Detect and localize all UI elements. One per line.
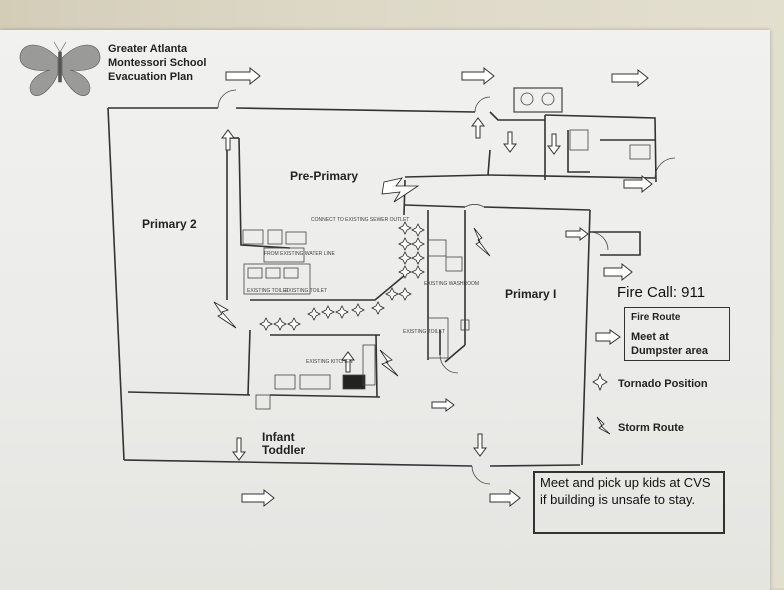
tornado-star-icon bbox=[398, 265, 412, 279]
door-swings bbox=[217, 89, 676, 485]
legend-fire-route: Fire Route bbox=[631, 312, 681, 323]
arrow-up-icon bbox=[471, 117, 485, 139]
fire-call-number: Fire Call: 911 bbox=[617, 284, 706, 301]
paper-sheet bbox=[0, 30, 770, 590]
tornado-star-icon bbox=[321, 305, 335, 319]
legend-arrow-icon bbox=[595, 329, 621, 345]
arrow-right-icon bbox=[603, 262, 633, 282]
arrow-down-icon bbox=[547, 133, 561, 155]
arrow-right-icon bbox=[611, 68, 649, 88]
arrow-down-icon bbox=[503, 131, 517, 153]
fine-print-water: FROM EXISTING WATER LINE bbox=[264, 251, 335, 257]
butterfly-logo bbox=[19, 41, 101, 96]
legend-box bbox=[624, 307, 730, 361]
arrow-down-icon bbox=[473, 433, 487, 457]
storm-bolt-icon bbox=[379, 349, 399, 377]
arrow-right-icon bbox=[241, 488, 275, 508]
room-label-infant: Infant bbox=[262, 430, 295, 444]
legend-storm: Storm Route bbox=[618, 422, 684, 434]
arrow-right-icon bbox=[623, 174, 653, 194]
legend-meet-line-2: Dumpster area bbox=[631, 345, 709, 357]
tornado-star-icon bbox=[307, 307, 321, 321]
room-label-primary-2: Primary 2 bbox=[142, 217, 197, 231]
tornado-positions bbox=[259, 221, 608, 392]
notice-text: Meet and pick up kids at CVS if building… bbox=[540, 475, 711, 507]
arrow-right-icon bbox=[565, 227, 589, 241]
arrow-down-icon bbox=[232, 437, 246, 461]
title-line-2: Montessori School bbox=[108, 57, 207, 69]
room-label-toddler: Toddler bbox=[262, 443, 306, 457]
tornado-star-icon bbox=[411, 251, 425, 265]
tornado-star-icon bbox=[259, 317, 273, 331]
storm-bolt-icon bbox=[213, 301, 237, 329]
fine-print-toilet-c: EXISTING TOILET bbox=[403, 329, 446, 335]
tornado-star-icon bbox=[398, 287, 412, 301]
arrow-right-icon bbox=[461, 66, 495, 86]
storm-bolt-icon bbox=[473, 227, 491, 257]
legend-meet-line-1: Meet at bbox=[631, 331, 669, 343]
fine-print-kitchen: EXISTING KITCHEN bbox=[306, 359, 353, 365]
arrow-right-icon bbox=[489, 488, 521, 508]
tornado-star-icon bbox=[385, 287, 399, 301]
legend-bolt-icon bbox=[596, 416, 611, 435]
tornado-star-icon bbox=[398, 251, 412, 265]
fine-print-toilet-b: EXISTING TOILET bbox=[285, 288, 328, 294]
building-walls bbox=[107, 107, 657, 467]
fine-print-washroom: EXISTING WASHROOM bbox=[424, 281, 480, 287]
tornado-star-icon bbox=[398, 221, 412, 235]
tornado-star-icon bbox=[335, 305, 349, 319]
title-line-1: Greater Atlanta bbox=[108, 43, 188, 55]
tornado-star-icon bbox=[351, 303, 365, 317]
tornado-star-icon bbox=[411, 237, 425, 251]
fine-print-toilet-a: EXISTING TOILET bbox=[247, 288, 290, 294]
arrow-right-icon bbox=[431, 398, 455, 412]
tornado-star-icon bbox=[287, 317, 301, 331]
arrow-up-icon bbox=[341, 351, 355, 373]
title-line-3: Evacuation Plan bbox=[108, 71, 193, 83]
tornado-star-icon bbox=[273, 317, 287, 331]
arrow-right-icon bbox=[225, 66, 261, 86]
tornado-star-icon bbox=[411, 223, 425, 237]
fixtures bbox=[242, 87, 651, 410]
storm-bolt-icon bbox=[381, 177, 420, 203]
legend-tornado: Tornado Position bbox=[618, 378, 708, 390]
tornado-star-icon bbox=[411, 265, 425, 279]
arrow-up-icon bbox=[221, 129, 235, 151]
room-label-primary-1: Primary I bbox=[505, 287, 557, 301]
storm-routes bbox=[213, 177, 611, 435]
fine-print-sewer: CONNECT TO EXISTING SEWER OUTLET bbox=[311, 217, 410, 223]
legend-star-icon bbox=[592, 372, 608, 392]
tornado-star-icon bbox=[398, 237, 412, 251]
notice-box bbox=[533, 471, 725, 534]
room-label-pre-primary: Pre-Primary bbox=[290, 169, 359, 183]
fire-route-arrows bbox=[221, 66, 653, 508]
plan-title: Greater Atlanta Montessori School Evacua… bbox=[108, 42, 206, 84]
tornado-star-icon bbox=[371, 301, 385, 315]
